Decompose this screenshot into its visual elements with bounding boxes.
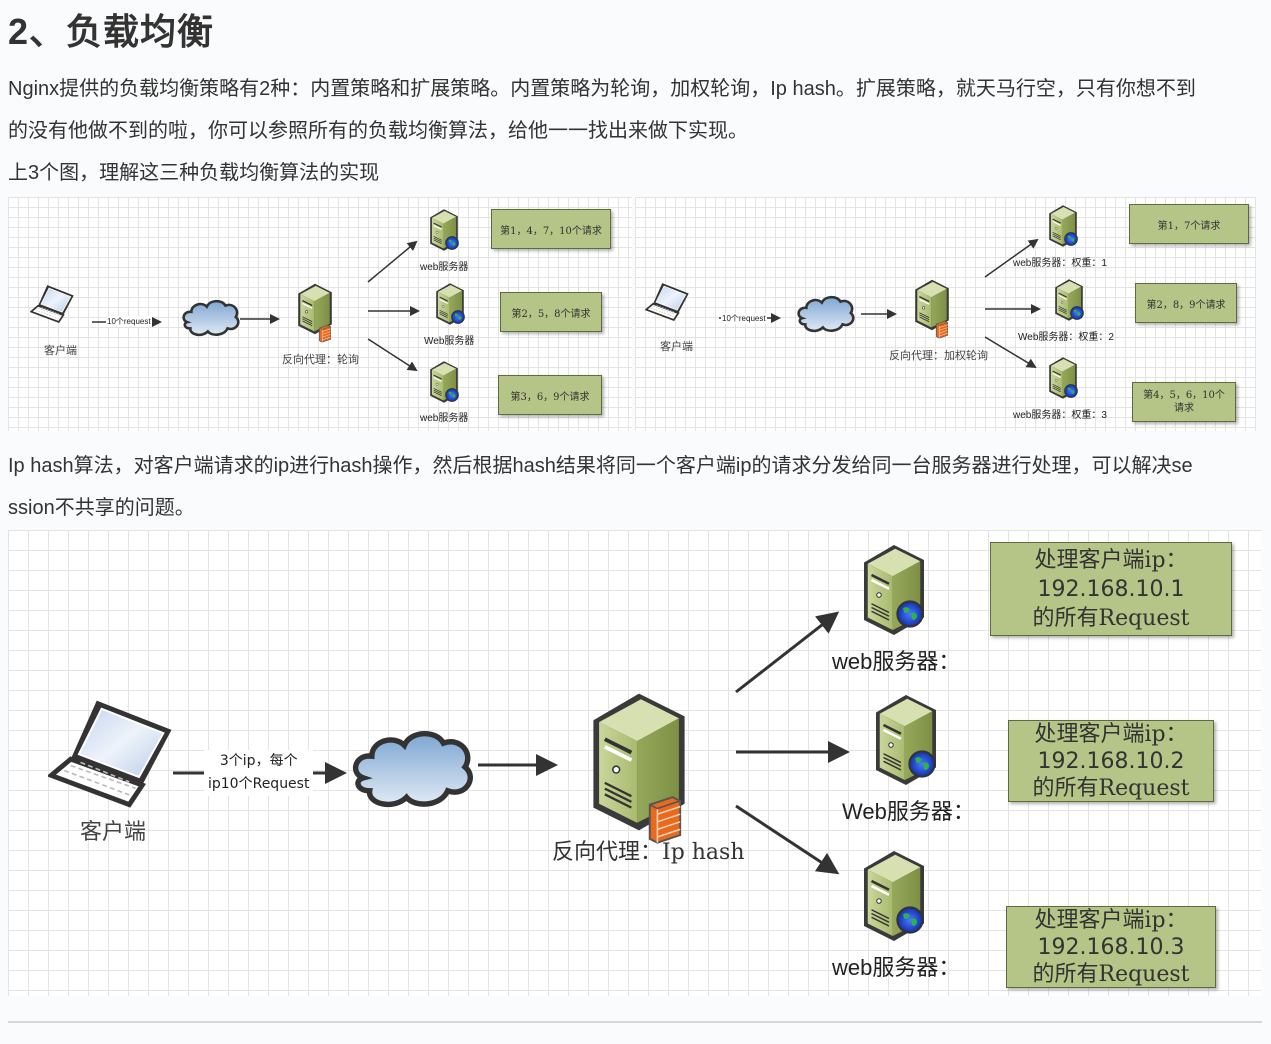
arrow-proxy-to-server-3 <box>984 336 1037 369</box>
globe-icon <box>896 906 924 934</box>
server-1-requests-box: 处理客户端ip： 192.168.10.1 的所有Request <box>990 542 1232 636</box>
client-label: 客户端 <box>660 340 693 353</box>
server-2-ip: 192.168.10.2 <box>1037 748 1185 774</box>
cloud-icon <box>180 295 242 339</box>
ip-hash-arrows <box>173 611 850 875</box>
globe-icon <box>445 388 459 402</box>
client-label: 客户端 <box>44 344 77 357</box>
iphash-paragraph-line-2: ssion不共享的问题。 <box>8 497 195 519</box>
round-robin-diagram: 客户端 10个request 反向代理：轮询 web服务器 第1，4，7，10个… <box>8 197 632 431</box>
server-1-requests: 第1，7个请求 <box>1157 220 1221 232</box>
laptop-icon <box>48 692 178 810</box>
server-1-requests-box: 第1，4，7，10个请求 <box>491 209 611 249</box>
client-label: 客户端 <box>80 820 147 845</box>
globe-icon <box>908 750 936 778</box>
web-server-3-label: web服务器： <box>832 955 961 980</box>
server-2-requests-box: 第2，8，9个请求 <box>1135 283 1237 323</box>
server-1-line-3: 的所有Request <box>1032 605 1190 631</box>
laptop-icon <box>30 281 76 325</box>
globe-icon <box>445 236 459 250</box>
section-divider <box>8 1021 1262 1023</box>
web-server-3-label: web服务器 <box>420 413 469 424</box>
server-1-line-1: 处理客户端ip： <box>1034 547 1188 573</box>
globe-icon <box>1064 232 1078 246</box>
server-3-line-3: 的所有Request <box>1032 961 1190 987</box>
intro-paragraph-line-2: 的没有他做不到的啦，你可以参照所有的负载均衡算法，给他一一找出来做下实现。 <box>8 120 748 142</box>
intro-paragraph-line-3: 上3个图，理解这三种负载均衡算法的实现 <box>8 162 380 184</box>
arrow-proxy-to-server-1 <box>367 240 418 283</box>
server-2-requests-box: 第2，5，8个请求 <box>500 292 602 332</box>
server-2-line-3: 的所有Request <box>1032 775 1190 801</box>
intro-paragraph-line-1: Nginx提供的负载均衡策略有2种：内置策略和扩展策略。内置策略为轮询，加权轮询… <box>8 78 1196 100</box>
web-server-1-label: web服务器：权重：1 <box>1013 258 1107 269</box>
server-1-ip: 192.168.10.1 <box>1037 576 1185 602</box>
server-2-requests: 第2，8，9个请求 <box>1146 299 1226 311</box>
server-1-requests: 第1，4，7，10个请求 <box>500 225 602 237</box>
server-3-requests-box: 第3，6，9个请求 <box>498 375 602 415</box>
web-server-3-label: web服务器：权重：3 <box>1013 410 1107 421</box>
globe-icon <box>451 310 465 324</box>
web-server-1-label: web服务器： <box>832 649 961 674</box>
proxy-label: 反向代理：轮询 <box>282 353 359 366</box>
server-2-requests-box: 处理客户端ip： 192.168.10.2 的所有Request <box>1008 720 1214 802</box>
request-label-line-2: ip10个Request <box>208 776 310 792</box>
request-label: 3个ip，每个 ip10个Request <box>204 750 314 796</box>
firewall-icon <box>935 319 949 339</box>
server-2-requests: 第2，5，8个请求 <box>511 308 591 320</box>
server-3-requests-box: 处理客户端ip： 192.168.10.3 的所有Request <box>1006 906 1216 988</box>
web-server-2-label: Web服务器：权重：2 <box>1018 332 1114 343</box>
weighted-round-robin-diagram: 客户端 10个request 反向代理：加权轮询 web服务器：权重：1 第1，… <box>635 197 1256 431</box>
ip-hash-diagram: 客户端 3个ip，每个 ip10个Request 反向代理：Ip hash we… <box>8 530 1261 996</box>
request-label: 10个request <box>106 316 152 327</box>
web-server-2-label: Web服务器 <box>424 336 475 347</box>
arrow-proxy-to-server-3 <box>367 338 418 372</box>
cloud-icon <box>795 291 857 335</box>
web-server-1-label: web服务器 <box>420 262 469 273</box>
arrow-proxy-to-server-3 <box>735 804 840 875</box>
web-server-2-label: Web服务器： <box>842 799 975 824</box>
iphash-paragraph-line-1: Ip hash算法，对客户端请求的ip进行hash操作，然后根据hash结果将同… <box>8 455 1193 477</box>
server-3-line-1: 处理客户端ip： <box>1034 907 1188 933</box>
server-3-ip: 192.168.10.3 <box>1037 934 1185 960</box>
request-label: 10个request <box>721 313 767 324</box>
server-1-requests-box: 第1，7个请求 <box>1129 204 1249 244</box>
server-3-requests: 第4，5，6，10个请求 <box>1143 390 1225 414</box>
globe-icon <box>1070 306 1084 320</box>
laptop-icon <box>645 279 691 323</box>
globe-icon <box>1064 384 1078 398</box>
arrow-proxy-to-server-1 <box>735 611 840 694</box>
server-2-line-1: 处理客户端ip： <box>1034 721 1188 747</box>
server-3-requests: 第3，6，9个请求 <box>510 391 590 403</box>
globe-icon <box>896 600 924 628</box>
request-label-line-1: 3个ip，每个 <box>219 753 298 769</box>
proxy-label: 反向代理：加权轮询 <box>889 349 988 362</box>
section-heading: 2、负载均衡 <box>8 11 215 52</box>
firewall-icon <box>318 323 332 343</box>
proxy-label: 反向代理：Ip hash <box>552 840 745 865</box>
server-3-requests-box: 第4，5，6，10个请求 <box>1132 382 1236 422</box>
cloud-icon <box>348 722 478 812</box>
arrow-proxy-to-server-1 <box>984 238 1039 278</box>
